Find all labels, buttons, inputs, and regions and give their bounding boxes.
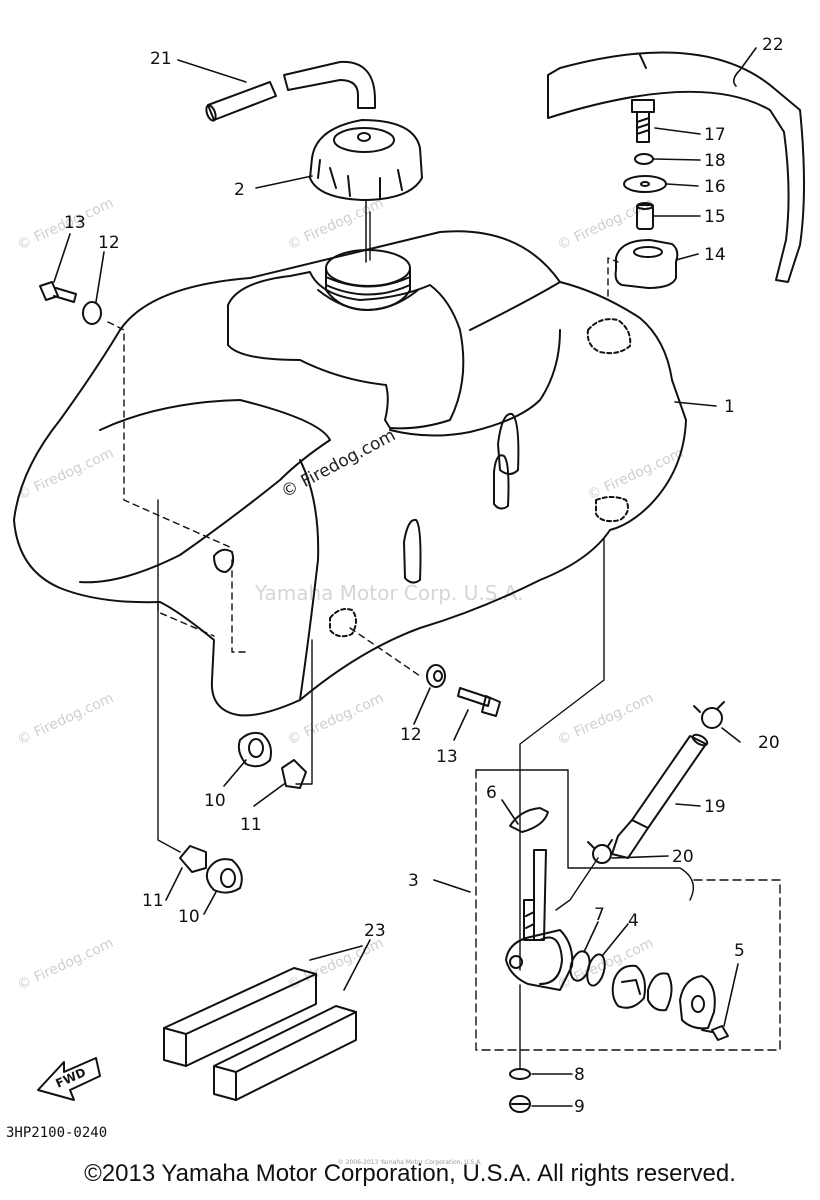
label-4: 4 bbox=[628, 911, 639, 931]
label-16: 16 bbox=[704, 177, 726, 197]
bolt-part-13-upper bbox=[39, 281, 77, 303]
part-labels: 21 2 22 17 18 16 15 14 1 13 12 10 11 12 … bbox=[64, 35, 784, 1117]
block-part-23-lower bbox=[213, 1005, 357, 1101]
label-1: 1 bbox=[724, 397, 735, 417]
gasket-part-6 bbox=[509, 807, 549, 833]
fwd-arrow-icon: FWD bbox=[37, 1057, 101, 1101]
label-9: 9 bbox=[574, 1097, 585, 1117]
fuel-cock-part-3 bbox=[505, 849, 574, 991]
label-15: 15 bbox=[704, 207, 726, 227]
washer-part-8 bbox=[509, 1068, 531, 1080]
collar-part-12-lower bbox=[426, 664, 446, 688]
label-11-lower: 11 bbox=[142, 891, 164, 911]
label-leaders bbox=[53, 47, 757, 1107]
strap-part-22 bbox=[547, 51, 805, 283]
fuel-tank-part-1 bbox=[13, 230, 687, 717]
screw-part-9 bbox=[509, 1095, 531, 1113]
grommet-part-10-lower bbox=[205, 858, 243, 894]
label-18: 18 bbox=[704, 151, 726, 171]
watermark: © Firedog.com bbox=[555, 690, 656, 749]
damper-part-14 bbox=[614, 239, 679, 289]
label-8: 8 bbox=[574, 1065, 585, 1085]
bolt-part-13-lower bbox=[457, 687, 501, 717]
screw-part-5 bbox=[701, 1025, 729, 1041]
label-21: 21 bbox=[150, 49, 172, 69]
label-23: 23 bbox=[364, 921, 386, 941]
label-7: 7 bbox=[594, 905, 605, 925]
watermark: © Firedog.com bbox=[285, 935, 386, 994]
watermark: © Firedog.com bbox=[15, 690, 116, 749]
label-12-lower: 12 bbox=[400, 725, 422, 745]
collar-part-15 bbox=[636, 202, 654, 230]
washer-part-16 bbox=[623, 175, 667, 193]
watermark: © Firedog.com bbox=[15, 935, 116, 994]
watermark: © Firedog.com bbox=[285, 195, 386, 254]
watermark: © Firedog.com bbox=[15, 445, 116, 504]
label-3: 3 bbox=[408, 871, 419, 891]
collar-part-11-upper bbox=[281, 759, 307, 789]
label-6: 6 bbox=[486, 783, 497, 803]
tiny-copyright: © 2006-2013 Yamaha Motor Corporation, U.… bbox=[337, 1159, 483, 1166]
label-20-upper: 20 bbox=[758, 733, 780, 753]
label-20-lower: 20 bbox=[672, 847, 694, 867]
label-13-upper: 13 bbox=[64, 213, 86, 233]
washer-part-18 bbox=[634, 153, 654, 165]
bolt-part-17 bbox=[631, 99, 655, 143]
label-13-lower: 13 bbox=[436, 747, 458, 767]
collar-part-12-upper bbox=[82, 301, 102, 325]
label-14: 14 bbox=[704, 245, 726, 265]
hose-part-19 bbox=[611, 733, 709, 859]
label-10-upper: 10 bbox=[204, 791, 226, 811]
hose-part-21 bbox=[205, 60, 376, 122]
drawing-code: 3HP2100-0240 bbox=[6, 1125, 108, 1141]
grommet-part-10-upper bbox=[237, 731, 272, 768]
clip-part-20-lower bbox=[587, 839, 613, 864]
lever-assembly bbox=[611, 964, 673, 1012]
watermark-center: © Firedog.com bbox=[278, 425, 399, 502]
label-2: 2 bbox=[234, 180, 245, 200]
label-10-lower: 10 bbox=[178, 907, 200, 927]
fuel-cap-part-2 bbox=[309, 119, 423, 263]
leader-lines bbox=[107, 211, 781, 1069]
label-11-upper: 11 bbox=[240, 815, 262, 835]
watermark-yamaha: Yamaha Motor Corp. U.S.A. bbox=[254, 581, 523, 605]
label-17: 17 bbox=[704, 125, 726, 145]
watermark: © Firedog.com bbox=[585, 445, 686, 504]
clip-part-20-upper bbox=[693, 701, 725, 729]
block-part-23-upper bbox=[163, 967, 317, 1067]
label-12-upper: 12 bbox=[98, 233, 120, 253]
cover-plate bbox=[679, 975, 716, 1030]
seal-part-4 bbox=[586, 953, 606, 987]
label-19: 19 bbox=[704, 797, 726, 817]
copyright-footer: ©2013 Yamaha Motor Corporation, U.S.A. A… bbox=[84, 1160, 736, 1187]
label-22: 22 bbox=[762, 35, 784, 55]
collar-part-11-lower bbox=[179, 845, 207, 873]
watermarks: © Firedog.com © Firedog.com © Firedog.co… bbox=[15, 195, 686, 994]
label-5: 5 bbox=[734, 941, 745, 961]
